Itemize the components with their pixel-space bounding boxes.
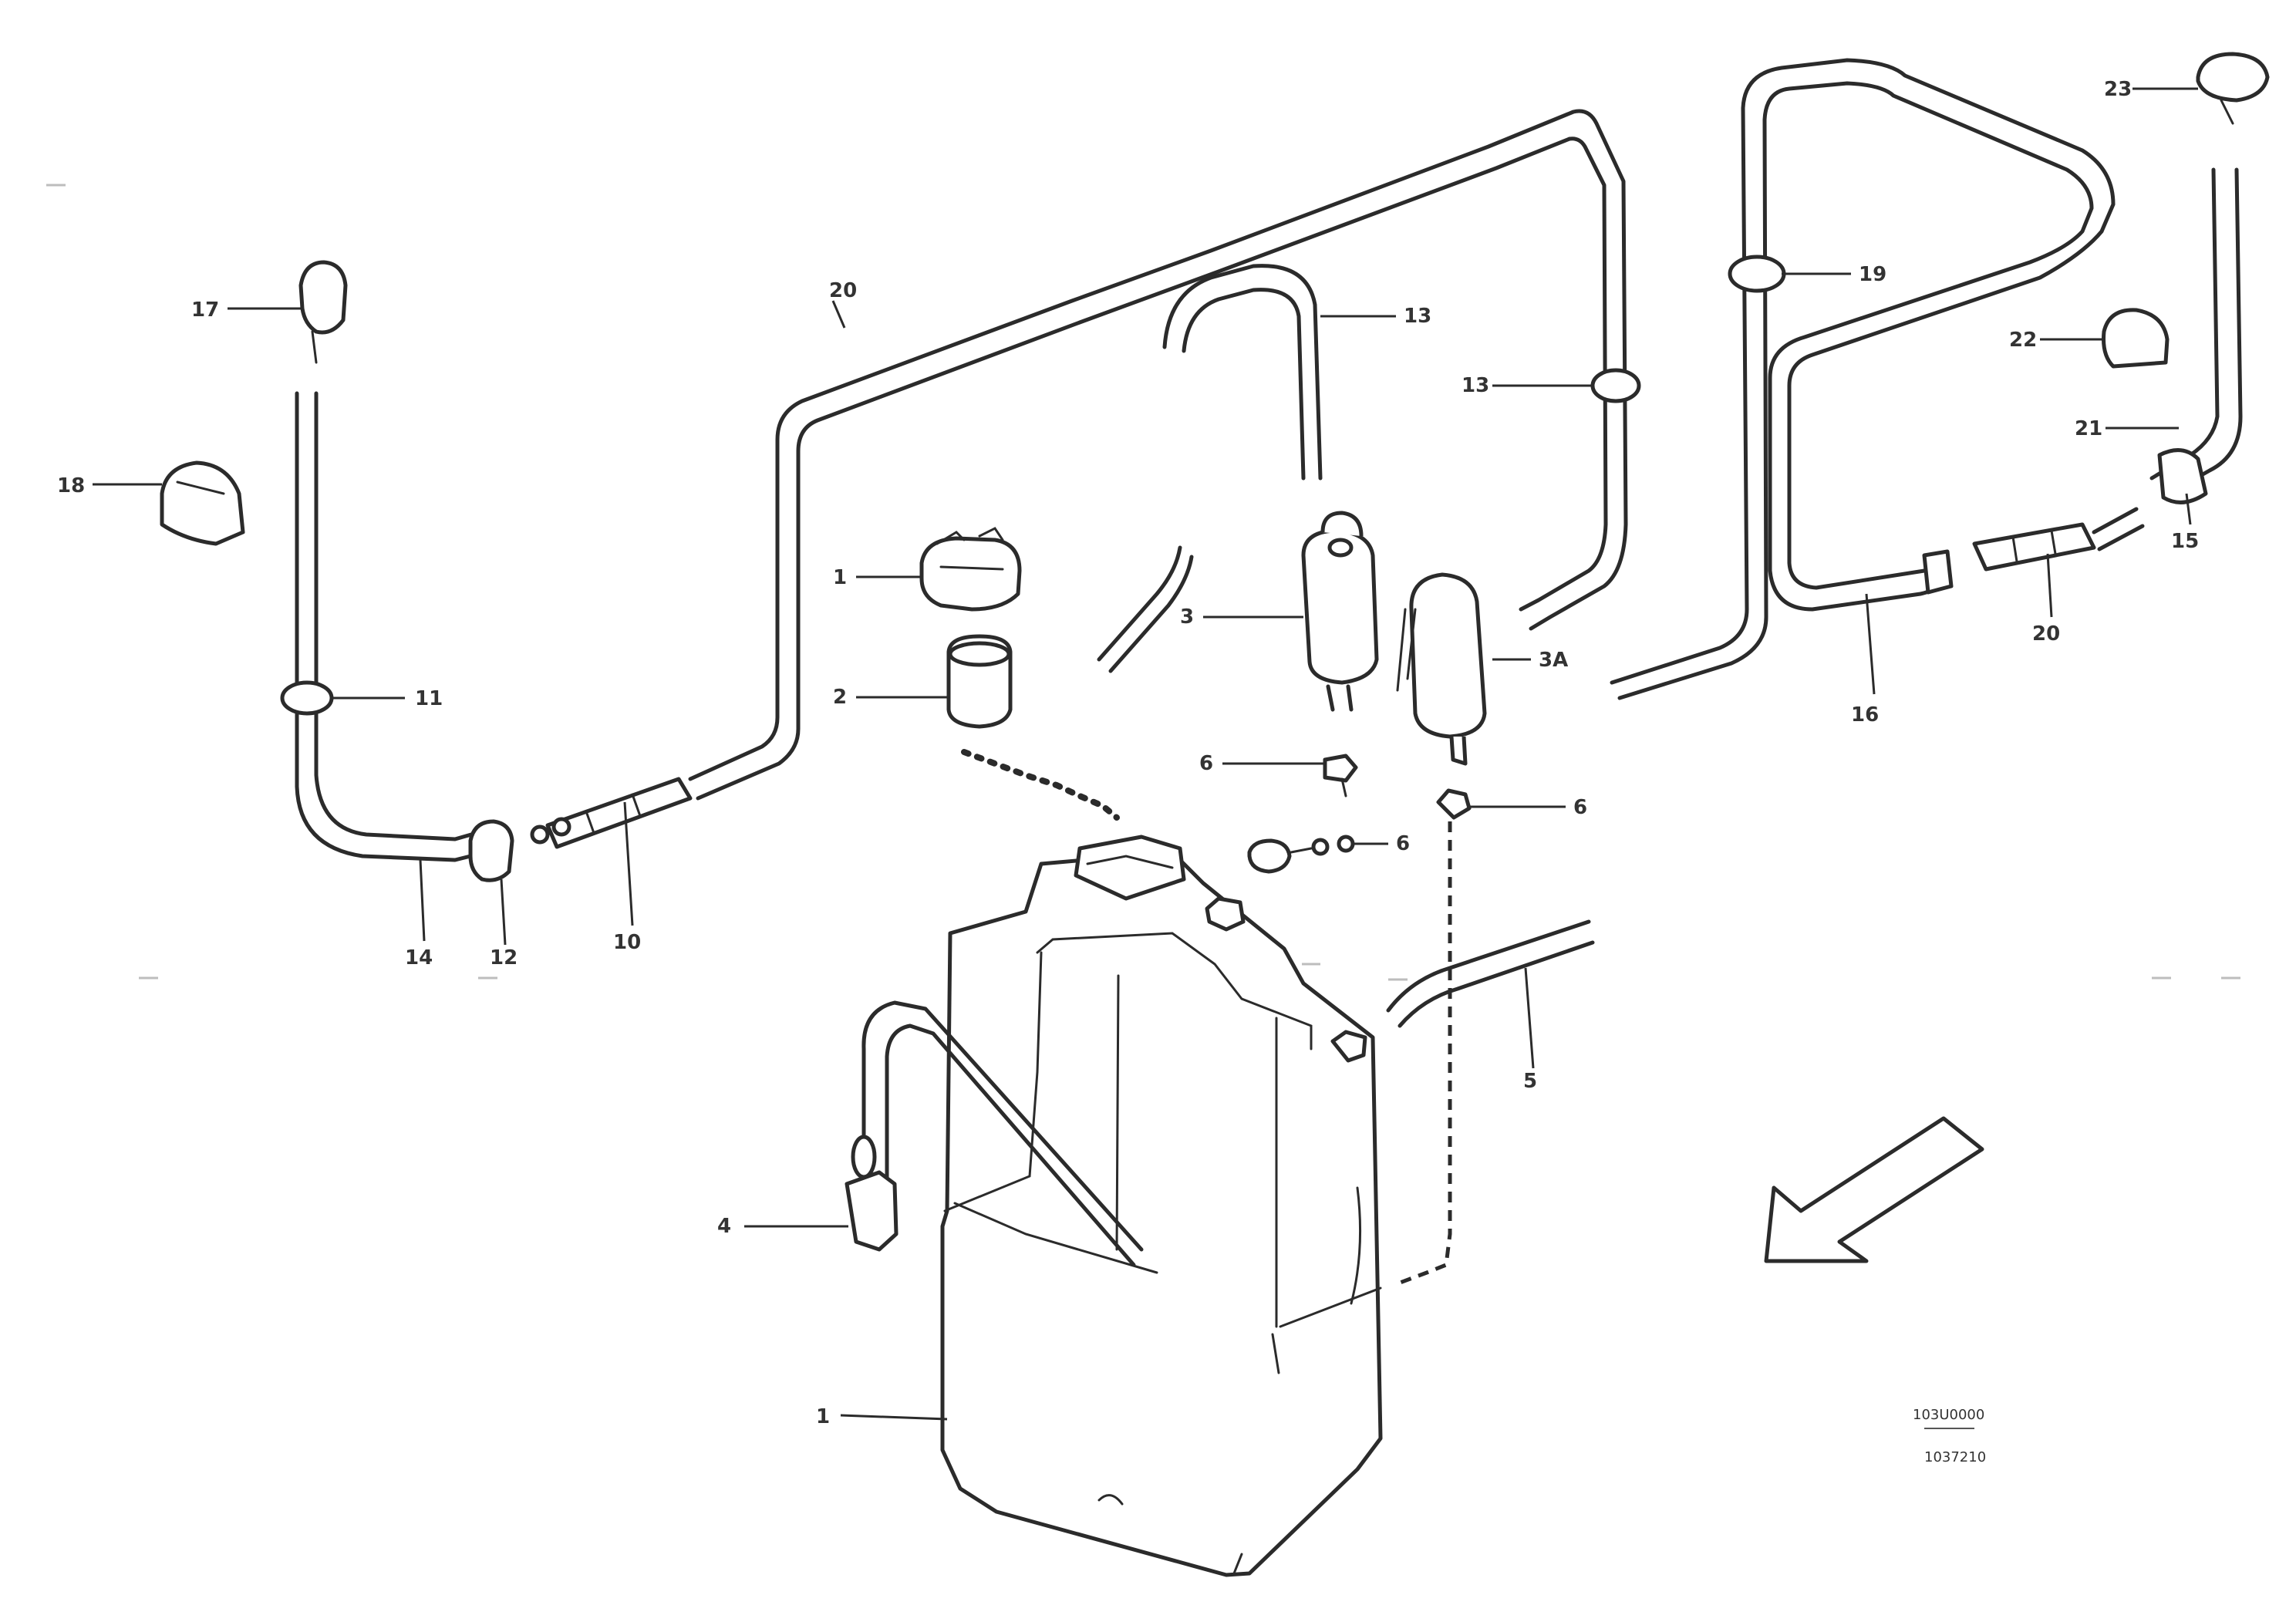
- callout-3: 3: [1180, 605, 1194, 629]
- nozzle-23: [2132, 52, 2270, 125]
- callout-20-conn: 20: [2032, 622, 2060, 646]
- callout-2: 2: [833, 686, 847, 709]
- cover-18: [93, 460, 245, 546]
- clip-19: [1728, 255, 1851, 293]
- callout-13-clip: 13: [1462, 374, 1489, 397]
- hose-21: [2106, 167, 2243, 525]
- callout-6-valve: 6: [1396, 832, 1410, 855]
- hose-20-left: [688, 109, 1628, 801]
- callout-4: 4: [717, 1215, 731, 1238]
- crop-marks: [46, 184, 2240, 981]
- callout-3a: 3A: [1539, 649, 1568, 672]
- callout-20-hose: 20: [829, 279, 857, 302]
- callout-22: 22: [2009, 329, 2037, 352]
- nozzle-17: [228, 260, 348, 364]
- overflow-hose: [744, 1000, 1144, 1267]
- reference-code: 103U0000 1037210: [1913, 1407, 1986, 1465]
- callout-23: 23: [2104, 78, 2132, 101]
- hose-10: [530, 777, 693, 926]
- callout-19: 19: [1859, 263, 1886, 286]
- clip-13: [1492, 368, 1641, 403]
- callout-labels: 1 1 2 3 4 5 6 6 6 17 18 11 14 12 10 20 1…: [57, 78, 2199, 1428]
- fitting-left-6: [1222, 754, 1358, 798]
- callout-13-hose: 13: [1404, 305, 1431, 328]
- callout-16: 16: [1851, 703, 1879, 727]
- filler-cap[interactable]: [856, 527, 1022, 612]
- hose-16-right: [1610, 58, 2145, 700]
- hose-stub: [1097, 545, 1194, 673]
- reference-line-1: 103U0000: [1913, 1407, 1984, 1423]
- callout-18: 18: [57, 474, 85, 497]
- clip-11: [280, 680, 405, 716]
- hose-5: [1386, 919, 1595, 1069]
- callout-15: 15: [2171, 530, 2199, 553]
- callout-14: 14: [405, 946, 433, 969]
- washer-reservoir: [840, 835, 1383, 1577]
- direction-arrow-icon: [1764, 1116, 1984, 1263]
- pump-tank-line: [1395, 821, 1452, 1286]
- fitting-right-6: [1436, 788, 1566, 820]
- callout-6-left: 6: [1199, 752, 1213, 775]
- strainer-filter: [856, 634, 1013, 729]
- reference-line-2: 1037210: [1924, 1449, 1986, 1465]
- callout-10: 10: [613, 931, 641, 954]
- hose-13: [1162, 264, 1396, 481]
- check-valve-6: [1247, 835, 1388, 874]
- callout-12: 12: [490, 946, 518, 969]
- callout-5: 5: [1523, 1070, 1537, 1093]
- hose-14: [295, 391, 488, 942]
- washer-pump-3: [1203, 511, 1379, 712]
- callout-1-cap: 1: [833, 566, 847, 589]
- clamp-12: [468, 819, 514, 946]
- callout-21: 21: [2075, 417, 2102, 440]
- callout-11: 11: [415, 687, 443, 710]
- callout-17: 17: [191, 298, 219, 322]
- callout-1-tank: 1: [816, 1405, 830, 1428]
- cover-22: [2040, 308, 2170, 369]
- callout-6-right: 6: [1573, 796, 1587, 819]
- cap-centerline: [961, 749, 1120, 821]
- washer-pump-3a: [1396, 572, 1531, 766]
